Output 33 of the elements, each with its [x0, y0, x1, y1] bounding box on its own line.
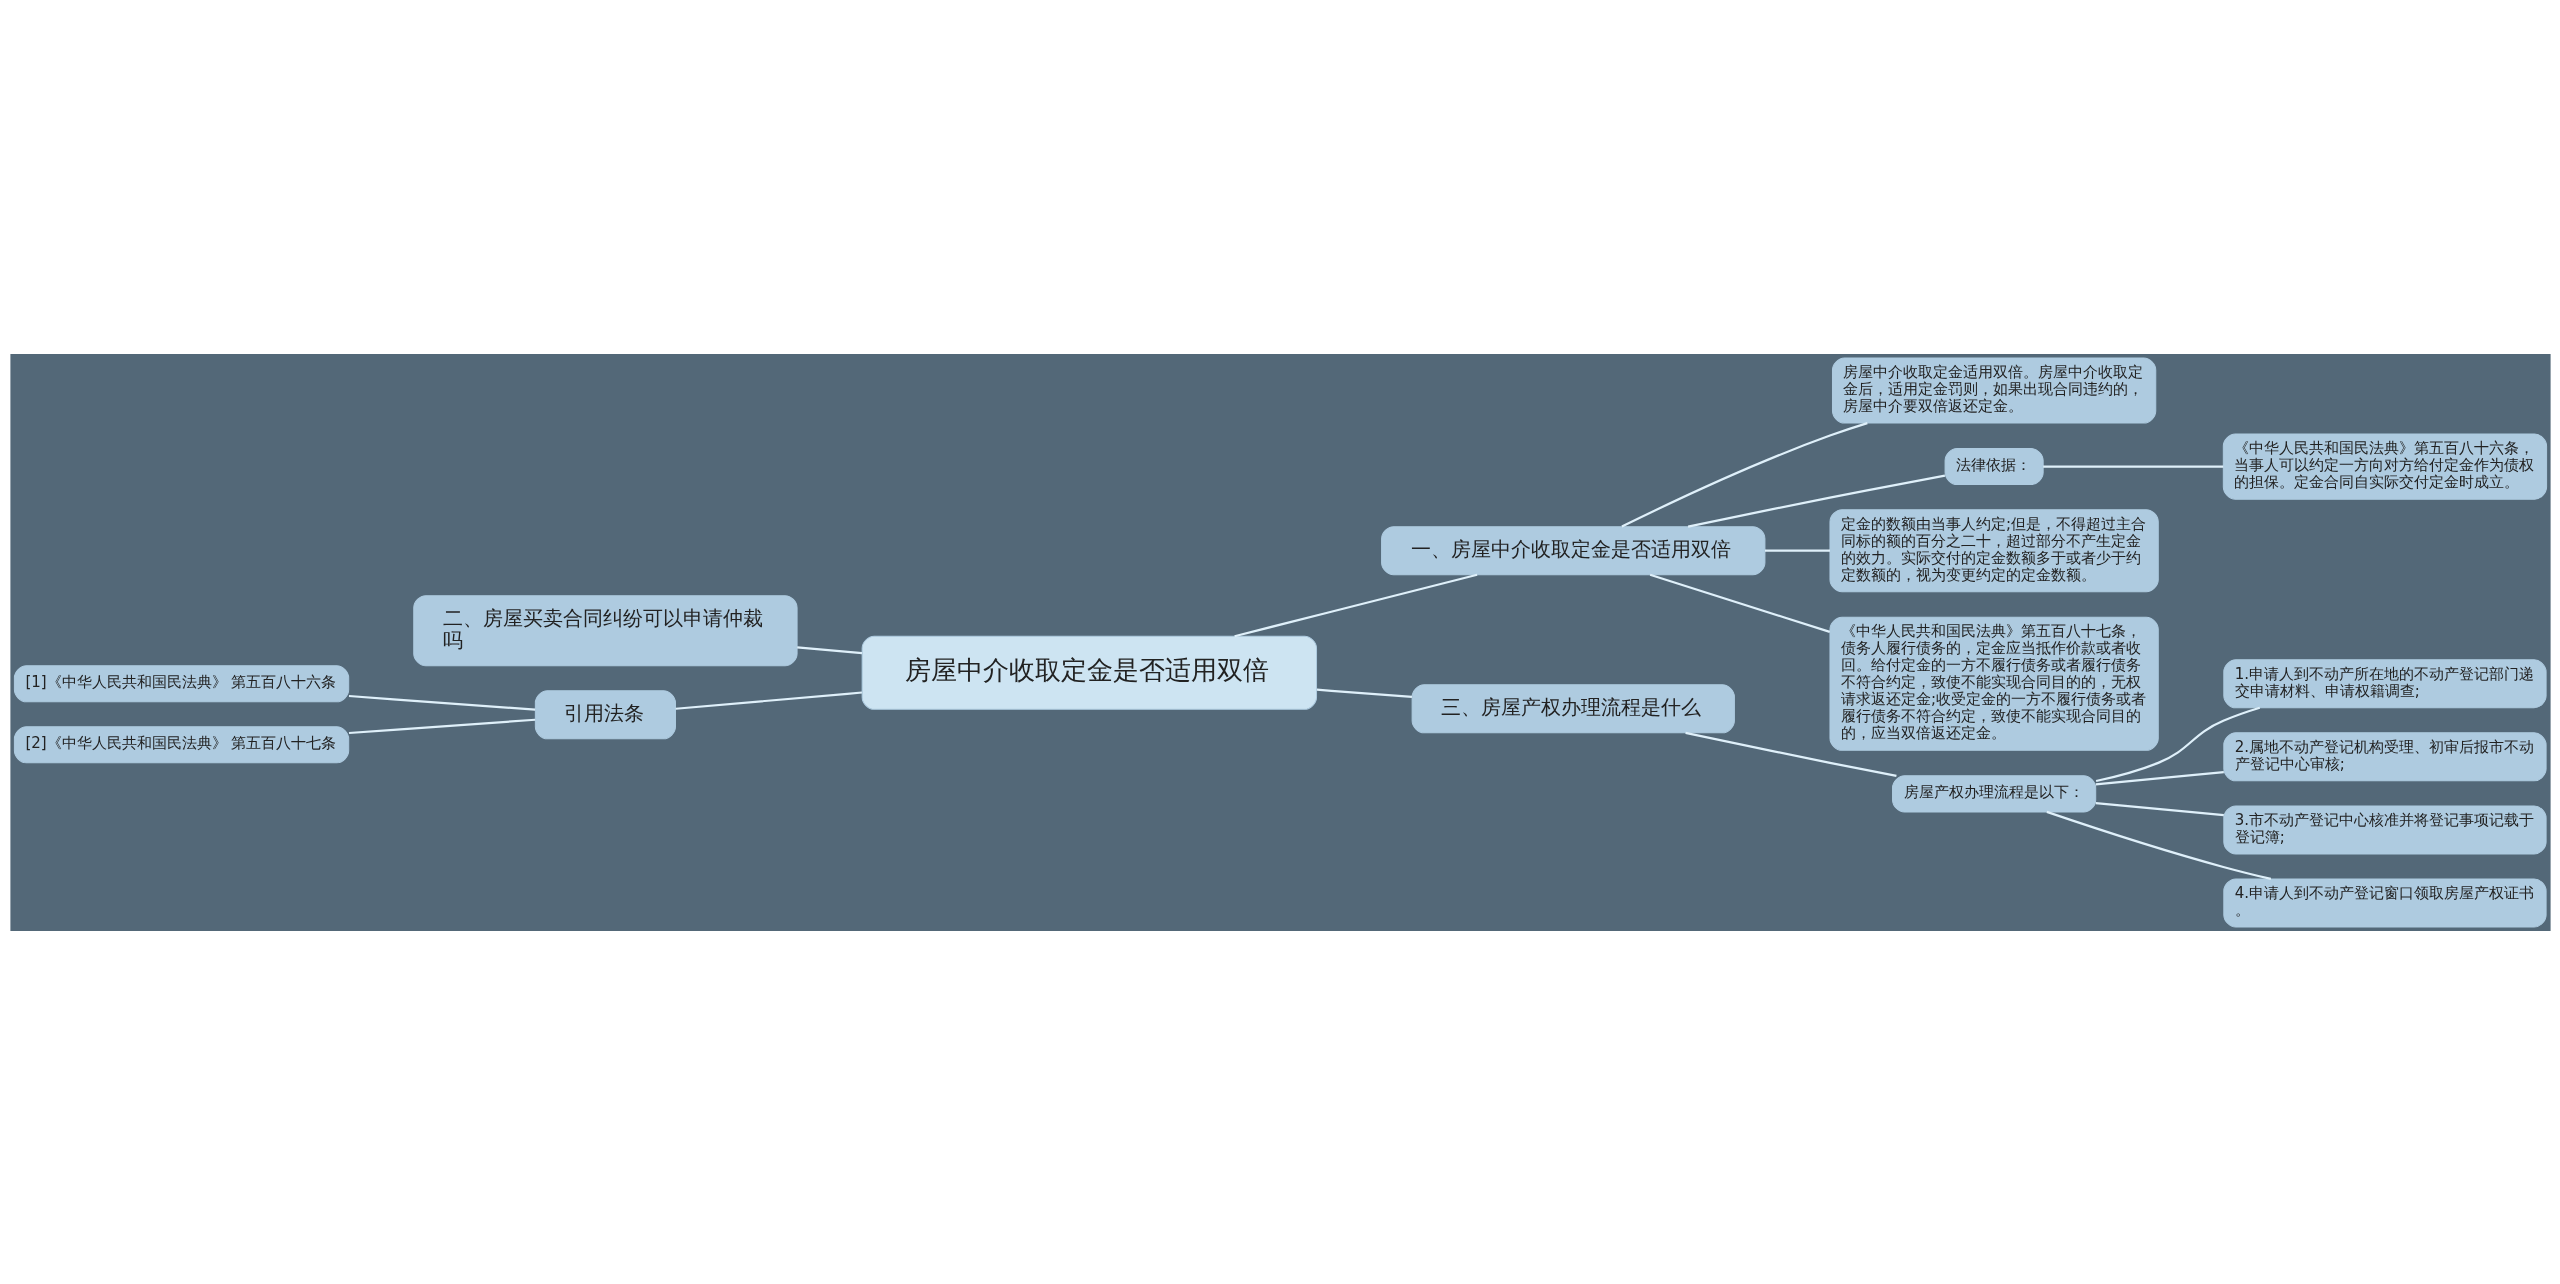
connector: [1684, 731, 1897, 777]
connector: [796, 645, 862, 654]
node-box: 二、房屋买卖合同纠纷可以申请仲裁吗: [412, 594, 798, 666]
node-box: [2]《中华人民共和国民法典》 第五百八十七条: [13, 725, 349, 763]
connector: [675, 690, 862, 710]
node-box: 4.申请人到不动产登记窗口领取房屋产权证书。: [2222, 877, 2547, 927]
node-box: 定金的数额由当事人约定;但是，不得超过主合同标的额的百分之二十，超过部分不产生定金的效力。实际交付的定金数额多于或者少于约定数额的，视为变更约定的定金数额。: [1829, 508, 2159, 592]
connector: [2095, 770, 2224, 785]
connector: [2095, 706, 2260, 782]
connector: [1764, 549, 1830, 552]
node-box: 房屋中介收取定金适用双倍。房屋中介收取定金后，适用定金罚则，如果出现合同违约的，房屋中介要双倍返还定金。: [1831, 357, 2156, 424]
connector: [1687, 473, 1945, 528]
node-box: [1]《中华人民共和国民法典》 第五百八十六条: [13, 664, 349, 702]
connector: [348, 718, 535, 734]
connector: [2095, 801, 2224, 816]
node-box: 法律依据：: [1944, 447, 2044, 485]
connector: [1649, 573, 1830, 633]
connector: [2042, 465, 2223, 468]
node-box: 1.申请人到不动产所在地的不动产登记部门递交申请材料、申请权籍调查;: [2222, 658, 2547, 708]
node-box: 《中华人民共和国民法典》第五百八十七条，债务人履行债务的，定金应当抵作价款或者收回。给付定金的一方不履行债务或者履行债务不符合约定，致使不能实现合同目的的，无权请求返还定金;收受定金的一方不履行债务或者履行债务不符合约定，致使不能实现合同目的的，应当双倍返还定金。: [1829, 616, 2159, 751]
connector: [1620, 421, 1868, 528]
node-box: 引用法条: [534, 689, 676, 739]
node-box: 房屋产权办理流程是以下：: [1891, 774, 2096, 812]
node-box: 2.属地不动产登记机构受理、初审后报市不动产登记中心审核;: [2222, 731, 2547, 781]
connector: [1233, 573, 1477, 637]
node-box: 三、房屋产权办理流程是什么: [1411, 683, 1735, 733]
node-box: 房屋中介收取定金是否适用双倍: [861, 635, 1317, 710]
connector: [2046, 810, 2271, 880]
node-box: 3.市不动产登记中心核准并将登记事项记载于登记簿;: [2222, 804, 2547, 854]
node-box: 《中华人民共和国民法典》第五百八十六条，当事人可以约定一方向对方给付定金作为债权的担保。定金合同自实际交付定金时成立。: [2222, 433, 2547, 500]
connector: [1316, 688, 1412, 698]
node-box: 一、房屋中介收取定金是否适用双倍: [1380, 525, 1765, 575]
connector: [348, 694, 535, 711]
